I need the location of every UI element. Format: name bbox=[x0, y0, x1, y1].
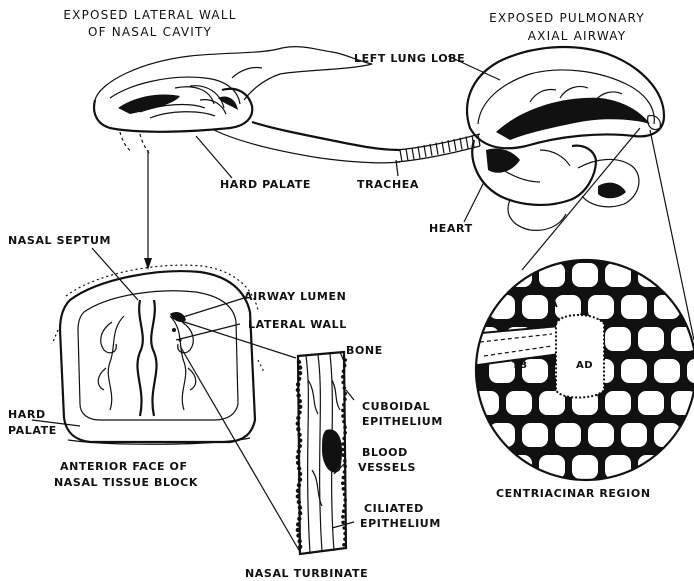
nasal-turbinate-section bbox=[296, 352, 347, 554]
label-cuboidal-line1: CUBOIDAL bbox=[362, 400, 430, 413]
nasal-tissue-block bbox=[52, 265, 264, 444]
label-heart: HEART bbox=[429, 222, 473, 235]
label-ciliated-line2: EPITHELIUM bbox=[360, 517, 441, 530]
nasal-title-line2: OF NASAL CAVITY bbox=[88, 25, 212, 39]
lung-drawing bbox=[467, 47, 664, 230]
label-blood-line2: VESSELS bbox=[358, 461, 416, 474]
label-nasal-turbinate: NASAL TURBINATE bbox=[245, 567, 368, 580]
label-acinus-ad: AD bbox=[576, 360, 593, 371]
label-anterior-face-line2: NASAL TISSUE BLOCK bbox=[54, 476, 198, 489]
nasal-title-line1: EXPOSED LATERAL WALL bbox=[63, 8, 236, 22]
label-lateral-wall: LATERAL WALL bbox=[248, 318, 347, 331]
label-bone: BONE bbox=[346, 344, 383, 357]
label-hard-palate-top: HARD PALATE bbox=[220, 178, 311, 191]
label-hard-palate-line1: HARD bbox=[8, 408, 46, 421]
label-cuboidal-line2: EPITHELIUM bbox=[362, 415, 443, 428]
label-blood-line1: BLOOD bbox=[362, 446, 408, 459]
pulmonary-title-line1: EXPOSED PULMONARY bbox=[489, 11, 645, 25]
pulmonary-title-line2: AXIAL AIRWAY bbox=[528, 29, 627, 43]
label-acinus-tb: TB bbox=[512, 360, 527, 371]
label-airway-lumen: AIRWAY LUMEN bbox=[244, 290, 346, 303]
label-hard-palate-line2: PALATE bbox=[8, 424, 57, 437]
label-anterior-face-line1: ANTERIOR FACE OF bbox=[60, 460, 188, 473]
label-acinus-a: A bbox=[550, 299, 558, 310]
trachea-drawing bbox=[396, 134, 480, 162]
label-centriacinar-region: CENTRIACINAR REGION bbox=[496, 487, 651, 500]
label-ciliated-line1: CILIATED bbox=[364, 502, 424, 515]
label-left-lung-lobe: LEFT LUNG LOBE bbox=[354, 52, 465, 65]
label-nasal-septum: NASAL SEPTUM bbox=[8, 234, 111, 247]
label-trachea: TRACHEA bbox=[357, 178, 419, 191]
